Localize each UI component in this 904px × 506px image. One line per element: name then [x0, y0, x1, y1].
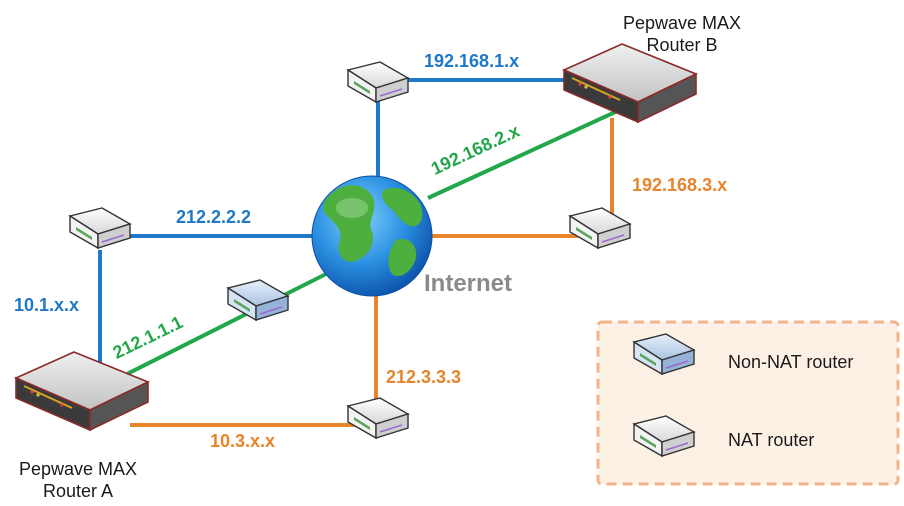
non-nat-router: [227, 279, 289, 321]
nat-router-bottom: [347, 397, 409, 439]
link-label-right: 192.168.3.x: [632, 175, 728, 195]
nat-router-left: [69, 207, 131, 249]
router-a-title-line2: Router A: [42, 481, 114, 501]
router-b-title-line1: Pepwave MAX: [622, 13, 742, 33]
globe-icon: [311, 175, 433, 297]
link-diagonal-a: [114, 270, 331, 382]
nat-router-right: [569, 207, 631, 249]
link-label-bottom: 10.3.x.x: [210, 431, 276, 451]
nat-router-top: [347, 61, 409, 103]
legend-nat-label: NAT router: [728, 430, 815, 450]
link-diagonal-b: [427, 106, 625, 200]
router-b-title-line2: Router B: [646, 35, 718, 55]
legend-non-nat-label: Non-NAT router: [728, 352, 854, 372]
router-a-title: Pepwave MAX Router A: [8, 458, 148, 502]
link-label-top: 192.168.1.x: [424, 51, 520, 71]
link-label-mid-left: 212.2.2.2: [176, 207, 252, 227]
link-label-bottom-right: 212.3.3.3: [386, 367, 462, 387]
router-b-title: Pepwave MAX Router B: [612, 12, 752, 56]
router-a-title-line1: Pepwave MAX: [18, 459, 138, 479]
link-label-left: 10.1.x.x: [14, 295, 80, 315]
pepwave-router-a: [15, 351, 149, 431]
internet-label: Internet: [424, 270, 513, 297]
